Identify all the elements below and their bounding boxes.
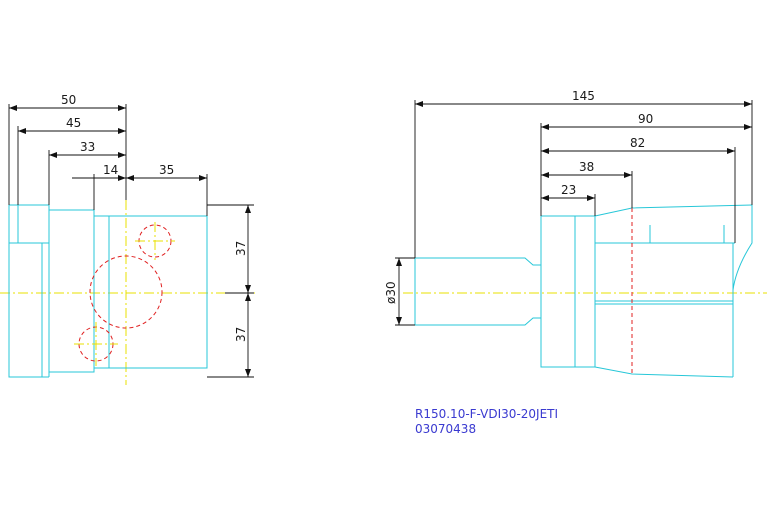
title-block: R150.10-F-VDI30-20JETI 03070438 [415,407,558,436]
body-outline [540,204,753,378]
left-extension-lines [8,104,254,378]
dim-35: 35 [159,163,174,177]
dim-37-bottom: 37 [234,327,248,342]
dim-33: 33 [80,140,95,154]
dim-90: 90 [638,112,653,126]
right-extension-lines [395,100,753,326]
dim-38: 38 [579,160,594,174]
part-number: R150.10-F-VDI30-20JETI [415,407,558,421]
dim-14: 14 [103,163,118,177]
dim-145: 145 [572,89,595,103]
dim-45: 45 [66,116,81,130]
dim-82: 82 [630,136,645,150]
dim-dia30: ø30 [384,281,398,304]
left-view: 50 45 33 14 35 37 37 [0,93,255,385]
left-part-outline [8,204,208,378]
dim-23: 23 [561,183,576,197]
right-view: 145 90 82 38 23 ø30 [384,89,767,378]
part-code: 03070438 [415,422,476,436]
dim-50: 50 [61,93,76,107]
dim-37-top: 37 [234,241,248,256]
shank-outline [414,257,541,326]
large-bore-circle [89,255,163,329]
